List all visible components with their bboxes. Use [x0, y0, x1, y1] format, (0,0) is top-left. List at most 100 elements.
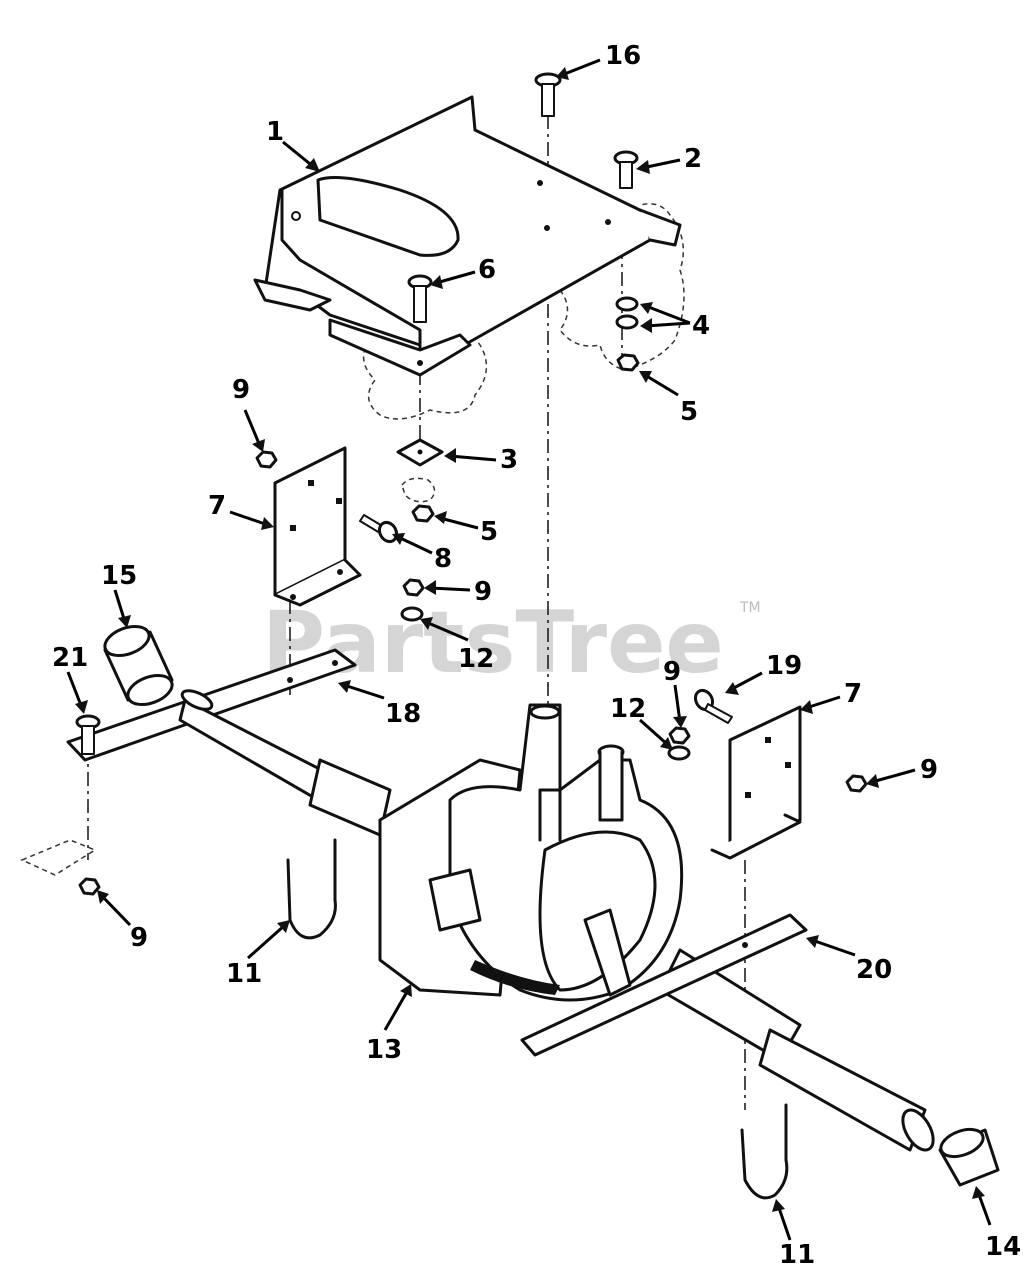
- watermark: PartsTree TM: [262, 593, 761, 693]
- callout-5-center: 5: [480, 517, 498, 547]
- u-bolt-11-right-body: [740, 1103, 789, 1200]
- axle-right-end: [901, 1108, 935, 1152]
- axle-right-shaft: [758, 1028, 927, 1152]
- bolt-16: [534, 72, 562, 117]
- bolt-8: [359, 514, 399, 544]
- bolt-21-shank: [81, 725, 95, 755]
- bolt-19: [693, 688, 733, 724]
- bolt-21: [75, 714, 101, 755]
- plate-hole-2: [537, 180, 543, 186]
- callout-7-left: 7: [208, 491, 226, 521]
- washer-4-bottom: [615, 314, 639, 330]
- bracket-7-left-hole-2: [336, 498, 342, 504]
- nut-9-right-upper-body: [668, 726, 691, 745]
- bracket-7-right-hole-1: [765, 737, 771, 743]
- callout-12-right: 12: [610, 694, 646, 724]
- callout-11-left: 11: [226, 959, 262, 989]
- nut-9-top-left-body: [255, 450, 278, 469]
- nut-9-center: [402, 578, 425, 597]
- nut-9-right: [845, 774, 868, 793]
- control-shaft: [598, 750, 624, 822]
- bolt-6: [407, 274, 433, 323]
- leader-5a: [644, 373, 679, 397]
- leader-9d: [673, 684, 682, 723]
- leader-18: [343, 683, 385, 700]
- leader-12a: [425, 620, 469, 642]
- leader-7b: [805, 695, 841, 710]
- leader-4a: [645, 304, 691, 325]
- bracket-7-left-hole-5: [337, 569, 343, 575]
- callout-18: 18: [385, 699, 421, 729]
- leaders: [66, 58, 992, 1241]
- leader-9b: [429, 586, 471, 592]
- plate-hole-5: [417, 360, 423, 366]
- bracket-7-left-hole-4: [290, 594, 296, 600]
- washer-12-center: [400, 606, 424, 622]
- callout-6: 6: [478, 255, 496, 285]
- leader-14: [976, 1191, 992, 1226]
- nut-9-bottom-left: [78, 877, 101, 896]
- leader-3: [449, 454, 497, 462]
- callout-15: 15: [101, 561, 137, 591]
- washer-12-right: [667, 745, 691, 761]
- bracket-7-left-hole-1: [308, 480, 314, 486]
- spacer-15: [103, 624, 174, 707]
- callout-13: 13: [366, 1035, 402, 1065]
- ghost-clip: [401, 477, 436, 503]
- strap-18-hole-3: [332, 660, 338, 666]
- callout-2: 2: [684, 144, 702, 174]
- plate-hole-3: [605, 219, 611, 225]
- spacer-15-top: [103, 624, 151, 658]
- bolt-8-head: [377, 520, 399, 544]
- leader-9c: [99, 893, 132, 927]
- input-shaft: [538, 788, 562, 842]
- bolt-16-shank: [541, 83, 555, 117]
- callout-7-right: 7: [844, 679, 862, 709]
- leader-12b: [639, 718, 669, 747]
- strap-20-hole: [742, 942, 748, 948]
- watermark-trademark: TM: [739, 600, 761, 616]
- plate-hole-1: [291, 211, 301, 221]
- nut-5-right: [616, 353, 640, 372]
- nut-5-right-body: [616, 353, 640, 372]
- plate-tab-bottom: [328, 318, 472, 377]
- housing-linkage: [583, 908, 632, 997]
- callout-20: 20: [856, 955, 892, 985]
- callout-1: 1: [266, 117, 284, 147]
- bracket-7-left: [273, 446, 362, 607]
- callout-4: 4: [692, 311, 710, 341]
- u-bolt-11-right: [740, 1103, 789, 1200]
- nut-9-center-body: [402, 578, 425, 597]
- callout-16: 16: [605, 41, 641, 71]
- plate-cutout: [316, 176, 460, 257]
- callout-9-right: 9: [920, 755, 938, 785]
- washers-4: [615, 296, 639, 330]
- bracket-7-right-hole-3: [745, 792, 751, 798]
- leader-9a: [243, 409, 262, 447]
- mounting-plate: [253, 95, 685, 420]
- nut-9-bottom-left-body: [78, 877, 101, 896]
- washer-4-top: [615, 296, 639, 312]
- ghost-frame-right: [559, 203, 685, 371]
- plate-tab-left: [253, 278, 332, 312]
- strap-20: [520, 913, 808, 1057]
- leader-13: [383, 989, 410, 1031]
- callout-9-center: 9: [474, 577, 492, 607]
- callout-8: 8: [434, 544, 452, 574]
- bolt-19-shank: [704, 703, 733, 724]
- leader-6: [435, 270, 476, 285]
- u-bolt-11-left: [286, 838, 337, 940]
- plate-side: [280, 188, 422, 347]
- spacer-14-top: [939, 1127, 985, 1159]
- bolt-2: [613, 150, 639, 189]
- plate-hole-4: [544, 225, 550, 231]
- callout-3: 3: [500, 445, 518, 475]
- callout-19: 19: [766, 651, 802, 681]
- bracket-7-right-hole-2: [785, 762, 791, 768]
- bolt-2-shank: [619, 161, 633, 189]
- spacer-15-end: [126, 673, 174, 707]
- callout-labels: 1 2 3 4 5 5 6 7 7 8 9 9 9 9 9 11 11 12 1…: [52, 41, 1021, 1270]
- washer-12-center-body: [400, 606, 424, 622]
- leader-21: [66, 671, 84, 709]
